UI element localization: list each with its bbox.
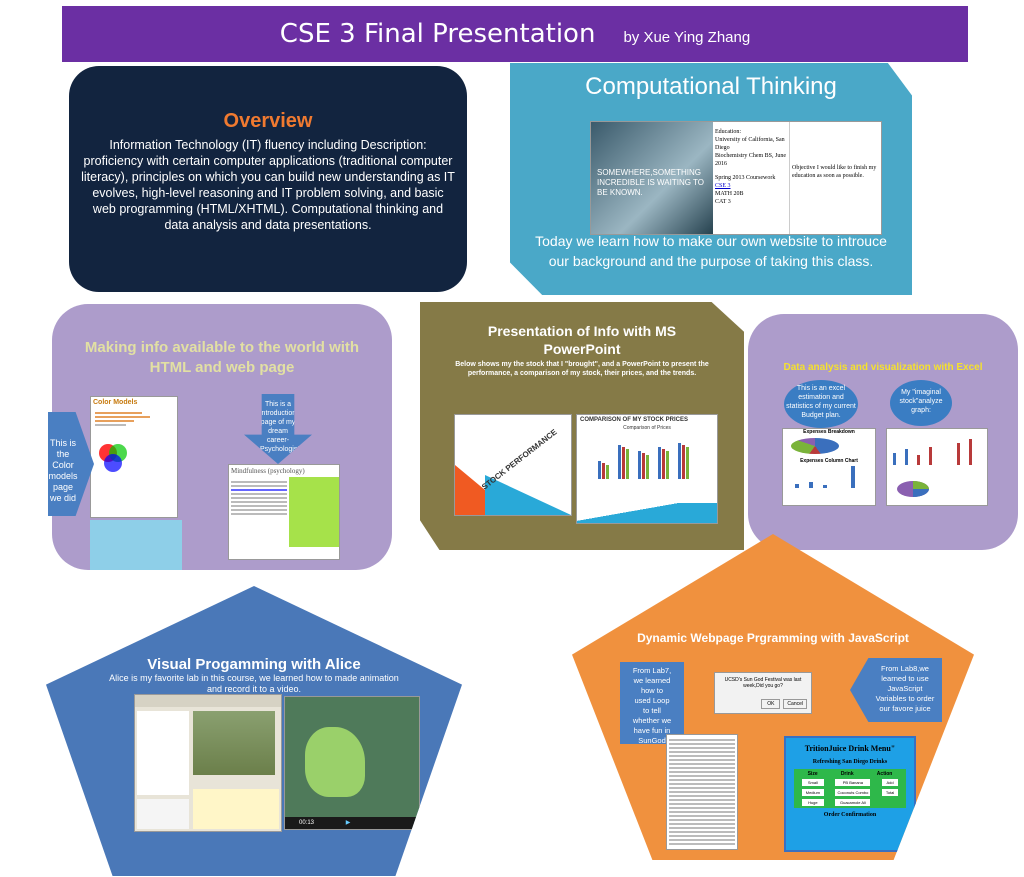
javascript-title: Dynamic Webpage Prgramming with JavaScri… <box>637 631 909 645</box>
resume-left: Education: University of California, San… <box>713 122 790 234</box>
juice-menu-screenshot: TritionJuice Drink Menu" Refreshing San … <box>784 736 916 852</box>
drink-pb-button[interactable]: PB Banana <box>835 779 871 786</box>
drink-guac-button[interactable]: Guacamole Ali <box>835 799 871 806</box>
powerpoint-desc: Below shows my the stock that I "brought… <box>455 361 709 377</box>
video-time: 00:13 <box>299 820 315 826</box>
html-panel: Making info available to the world with … <box>48 304 392 570</box>
alice-panel: Visual Progamming with Alice Alice is my… <box>46 586 462 876</box>
header-banner: CSE 3 Final Presentation by Xue Ying Zha… <box>62 6 968 62</box>
javascript-panel: Dynamic Webpage Prgramming with JavaScri… <box>572 534 974 860</box>
alice-title: Visual Progamming with Alice <box>147 656 361 673</box>
alice-ide-screenshot <box>134 694 282 832</box>
computational-panel: Computational Thinking SOMEWHERE,SOMETHI… <box>510 63 912 295</box>
computational-title: Computational Thinking <box>585 73 837 100</box>
stock-analysis-chart <box>886 428 988 506</box>
loop-output-screenshot <box>666 734 738 850</box>
page-title: CSE 3 Final Presentation <box>279 19 596 49</box>
color-models-arrow: This is the Color models page we did <box>48 412 94 516</box>
computational-caption: Today we learn how to make our own websi… <box>535 233 887 269</box>
overview-panel: Overview Information Technology (IT) flu… <box>69 66 467 292</box>
stock-comparison-slide: COMPARISON OF MY STOCK PRICES Comparison… <box>576 414 718 524</box>
computational-slide-image: SOMEWHERE,SOMETHING INCREDIBLE IS WAITIN… <box>590 121 882 235</box>
excel-panel: Data analysis and visualization with Exc… <box>748 314 1018 550</box>
expenses-chart: Expenses Breakdown Expenses Column Chart <box>782 428 876 506</box>
psychologist-arrow: This is a introduction page of my dream … <box>244 394 312 464</box>
stock-bubble: My "imaginal stock"analyze graph: <box>890 380 952 426</box>
video-play-button[interactable]: ▶ <box>345 820 351 826</box>
overview-body: Information Technology (IT) fluency incl… <box>81 138 455 232</box>
size-huge-button[interactable]: Huge <box>801 799 824 806</box>
powerpoint-panel: Presentation of Info with MS PowerPoint … <box>420 302 744 550</box>
variables-arrow: From Lab8,we learned to use JavaScript V… <box>850 658 942 722</box>
budget-bubble: This is an excel estimation and statisti… <box>784 380 858 428</box>
alice-video-screenshot: 00:13 ▶ <box>284 696 420 830</box>
dialog-cancel-button[interactable]: Cancel <box>783 699 807 709</box>
mini-bar-chart <box>598 443 689 479</box>
overview-title: Overview <box>223 110 313 132</box>
total-button[interactable]: Total <box>881 789 899 796</box>
add-button[interactable]: Add <box>881 779 899 786</box>
byline: by Xue Ying Zhang <box>623 28 751 46</box>
alice-desc: Alice is my favorite lab in this course,… <box>109 673 399 694</box>
drink-coconut-button[interactable]: Coconuts Combo <box>835 789 871 796</box>
size-medium-button[interactable]: Medium <box>801 789 824 796</box>
stock-performance-slide: STOCK PERFORMANCE <box>454 414 572 516</box>
powerpoint-title: Presentation of Info with MS PowerPoint <box>487 323 677 357</box>
mindfulness-screenshot: Mindfulness (psychology) <box>228 464 340 560</box>
loop-arrow: From Lab7, we learned how to used Loop t… <box>620 662 684 744</box>
slide-thumbnail: SOMEWHERE,SOMETHING INCREDIBLE IS WAITIN… <box>591 122 713 234</box>
color-models-footer <box>90 520 182 570</box>
size-small-button[interactable]: Small <box>801 779 824 786</box>
color-models-screenshot: Color Models <box>90 396 178 518</box>
confirm-dialog: UCSD's Sun God Festival was last week,Di… <box>714 672 812 714</box>
html-title: Making info available to the world with … <box>84 339 360 376</box>
excel-title: Data analysis and visualization with Exc… <box>783 362 983 373</box>
resume-right: Objective I would like to finish my educ… <box>792 165 877 179</box>
dialog-ok-button[interactable]: OK <box>761 699 781 709</box>
